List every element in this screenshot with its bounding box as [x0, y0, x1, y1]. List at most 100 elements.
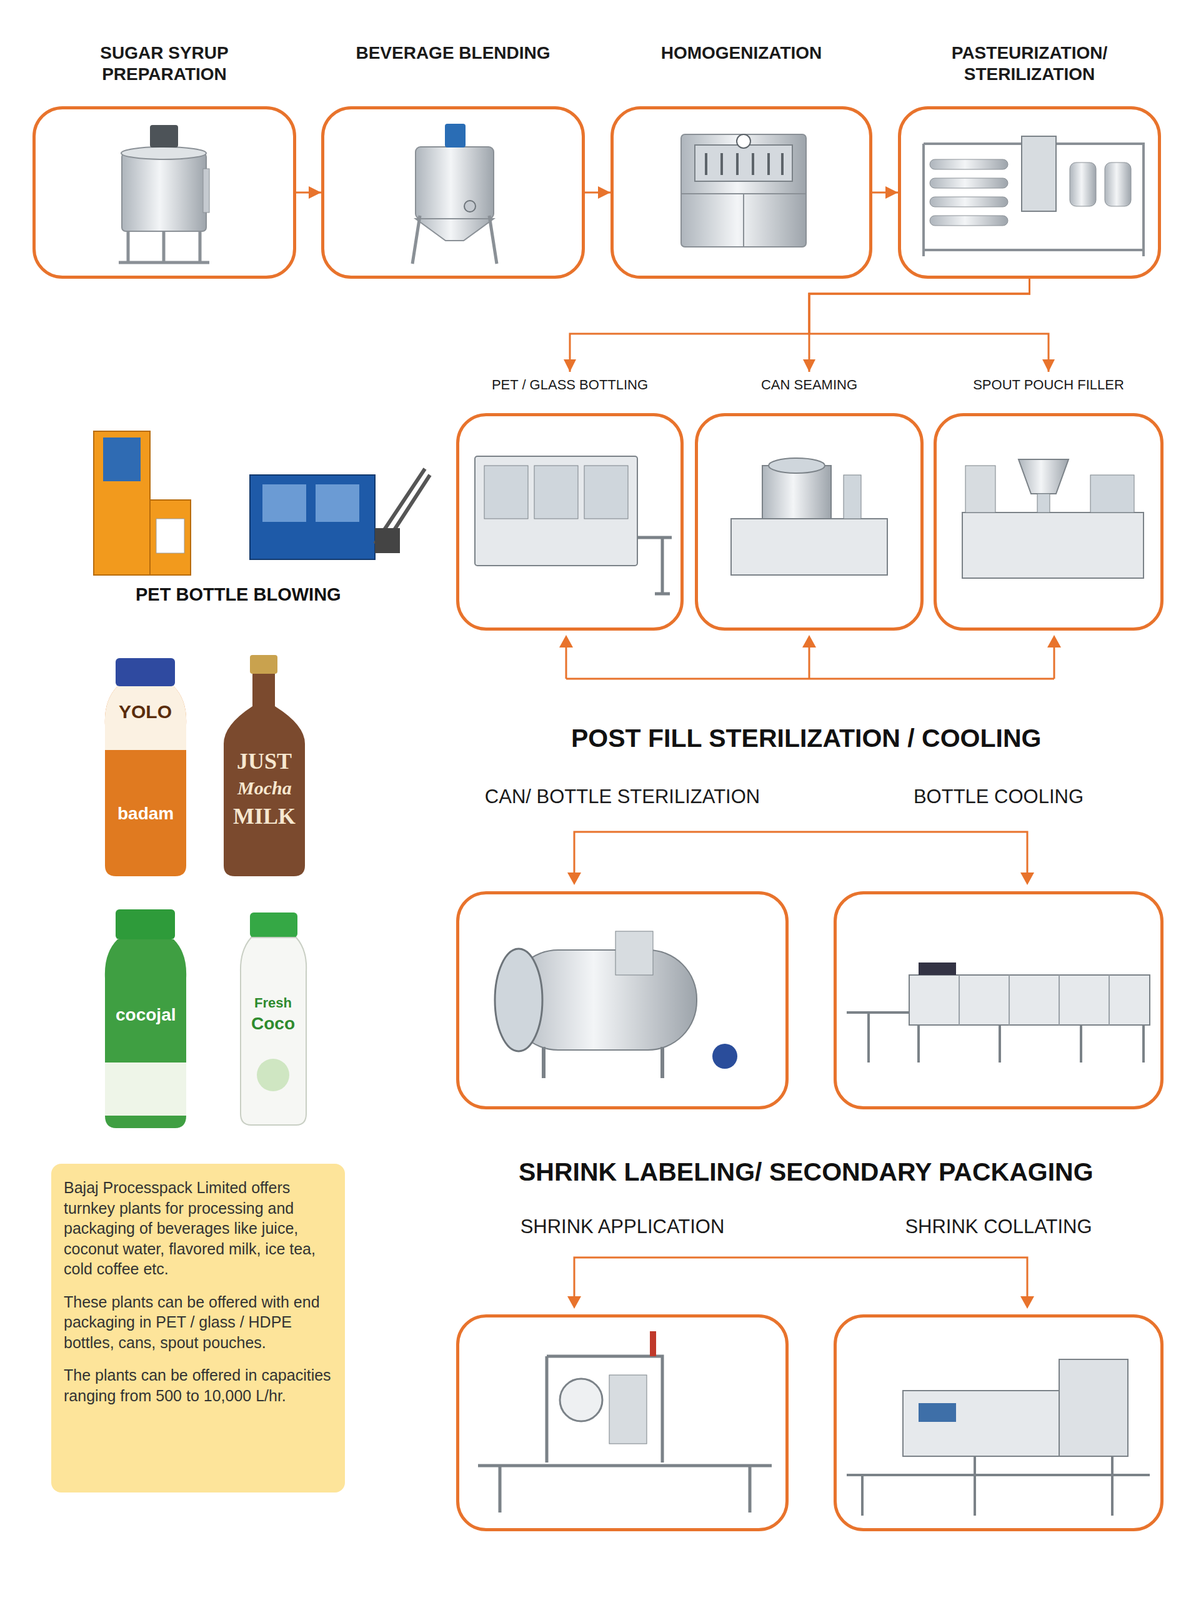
flow-arrow [809, 278, 1049, 372]
bottle-base [104, 1062, 187, 1116]
oven-panel [156, 518, 185, 554]
tank-legs [412, 215, 497, 264]
machine-node: SHRINK COLLATING [833, 1209, 1164, 1531]
vessel-legs [543, 1046, 663, 1078]
note-text: Bajaj Processpack Limited offers turnkey… [63, 1177, 333, 1280]
machine-node: PASTEURIZATION/ STERILIZATION [897, 37, 1162, 279]
bottle-cap [115, 909, 175, 940]
arrow-head [567, 872, 582, 885]
product-label: JUST [236, 748, 292, 775]
tunnel-window [918, 1402, 957, 1422]
bottle-body [223, 673, 305, 877]
machine-body [249, 474, 375, 560]
section-label: SHRINK LABELING/ SECONDARY PACKAGING [518, 1157, 1094, 1187]
machine-node: BEVERAGE BLENDING [321, 37, 585, 279]
pipe-coil [929, 159, 1008, 170]
label-box: SHRINK LABELING/ SECONDARY PACKAGING [518, 1157, 1094, 1187]
shrink-tunnel [846, 1359, 1150, 1516]
cocojal-bottle [104, 909, 187, 1128]
machine-node: PET / GLASS BOTTLING [456, 371, 684, 631]
pipe-coil [929, 178, 1008, 189]
autoclave [494, 931, 738, 1078]
bottle-cap [249, 912, 298, 938]
label-box: Mocha [237, 777, 292, 800]
coconut-graphic [256, 1058, 290, 1092]
control-panel [965, 465, 996, 513]
step-heading: HOMOGENIZATION [616, 37, 867, 64]
tank-cone [415, 218, 494, 241]
conveyor [478, 1465, 772, 1513]
balance-tank [1069, 162, 1097, 207]
tank-body [415, 146, 494, 219]
step-heading: BOTTLE COOLING [836, 779, 1162, 808]
arrow-head [559, 634, 574, 648]
bottle-body [104, 939, 187, 1128]
machine-side [149, 499, 191, 575]
bottle-body [240, 937, 307, 1125]
machine-frame [321, 106, 585, 279]
machine-node: SPOUT POUCH FILLER [933, 371, 1164, 631]
cabinet [681, 134, 807, 247]
product-label: Mocha [237, 777, 292, 800]
arrow-head [802, 634, 817, 648]
step-heading: BEVERAGE BLENDING [353, 37, 554, 64]
arrow-head [567, 1295, 582, 1309]
tank-motor [149, 124, 179, 148]
label-box: POST FILL STERILIZATION / COOLING [571, 723, 1042, 753]
filler-bowl [768, 458, 825, 474]
pouch-filler [962, 459, 1144, 579]
tank-legs [118, 231, 210, 263]
filling-column [1037, 493, 1050, 513]
hopper [1018, 459, 1069, 494]
machine-window [262, 484, 307, 522]
flow-arrow [809, 278, 1030, 372]
machine-node: CAN SEAMING [694, 371, 924, 631]
panel [615, 931, 653, 975]
tank-body [121, 153, 207, 232]
tank-motor [444, 123, 466, 148]
machine-window [534, 465, 579, 519]
note-text: These plants can be offered with end pac… [63, 1291, 333, 1353]
blow-moulder-semi [93, 431, 191, 575]
machine-frame [933, 413, 1164, 631]
shrink-applicator [478, 1330, 772, 1513]
machine-window [484, 465, 529, 519]
machine-frame [610, 106, 873, 279]
cabinet-lines [681, 193, 807, 247]
machine-frame [833, 891, 1164, 1110]
fresh-coco-bottle [240, 912, 307, 1125]
machine-frame [456, 413, 684, 631]
machine-frame [694, 413, 924, 631]
bottle-cap [115, 657, 175, 687]
control-panel [1021, 136, 1057, 212]
valve-block [694, 144, 793, 182]
bracket-line [574, 1257, 1028, 1299]
blow-moulder-auto [249, 468, 430, 560]
can-seamer [731, 458, 888, 575]
machine-frame [456, 891, 789, 1110]
bottling-machine [474, 456, 672, 594]
step-heading: SPOUT POUCH FILLER [936, 371, 1162, 394]
flow-arrow [872, 191, 898, 194]
machine-node: HOMOGENIZATION [610, 37, 873, 279]
machine-frame [32, 106, 297, 279]
machine-node: SHRINK APPLICATION [456, 1209, 789, 1531]
tank-gauge [203, 168, 210, 213]
arrow-head [1020, 1295, 1035, 1309]
film-roll [559, 1378, 603, 1421]
note-text: The plants can be offered in capacities … [63, 1364, 333, 1406]
section-label: POST FILL STERILIZATION / COOLING [571, 723, 1042, 753]
product-label: Coco [251, 1013, 295, 1034]
pasteurizer [923, 136, 1144, 257]
machine-base [962, 512, 1144, 579]
pressure-gauge [736, 134, 751, 149]
blending-tank [412, 123, 497, 264]
product-label: badam [117, 803, 174, 824]
section-label: PET BOTTLE BLOWING [135, 584, 342, 605]
product-label: MILK [233, 803, 296, 830]
split-bracket [567, 831, 1035, 885]
label-box: MILK [233, 803, 296, 830]
arrow-head [1020, 872, 1035, 885]
label-box: cocojal [115, 1004, 176, 1025]
